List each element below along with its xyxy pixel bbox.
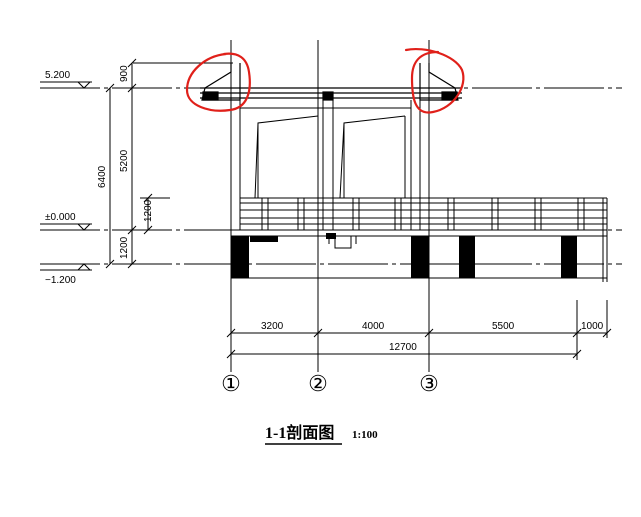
roof-canopy xyxy=(200,63,462,101)
foundation-blocks xyxy=(231,233,577,278)
red-markup xyxy=(185,48,465,114)
drawing-title: 1-1剖面图 xyxy=(265,423,334,442)
dim-5500: 5500 xyxy=(492,321,515,332)
dim-4000: 4000 xyxy=(362,321,385,332)
level-roof-label: 5.200 xyxy=(45,70,70,81)
dim-12700: 12700 xyxy=(389,342,417,353)
axis-1-bubble: ① xyxy=(221,371,241,396)
dim-900: 900 xyxy=(119,65,130,82)
dim-6400: 6400 xyxy=(97,165,108,188)
markup-circle-left xyxy=(185,52,251,112)
columns xyxy=(230,100,421,230)
roof-level-triangle xyxy=(77,81,92,89)
dim-1200-lower: 1200 xyxy=(119,236,130,259)
axis-2-bubble: ② xyxy=(308,371,328,396)
level-base-label: −1.200 xyxy=(45,275,76,286)
level-ground-label: ±0.000 xyxy=(45,212,76,223)
drawing-scale: 1:100 xyxy=(352,429,378,441)
dim-3200: 3200 xyxy=(261,321,284,332)
markup-circle-right xyxy=(404,48,465,114)
dim-5200: 5200 xyxy=(119,149,130,172)
horizontal-dimension-lines xyxy=(226,300,612,360)
level-symbols xyxy=(40,81,92,271)
vertical-dimension-lines xyxy=(105,58,153,269)
dim-1000: 1000 xyxy=(581,321,604,332)
axis-3-bubble: ③ xyxy=(419,371,439,396)
ground-level-triangle xyxy=(77,223,92,231)
dim-1200-upper: 1200 xyxy=(143,199,154,222)
base-level-triangle xyxy=(77,263,92,271)
